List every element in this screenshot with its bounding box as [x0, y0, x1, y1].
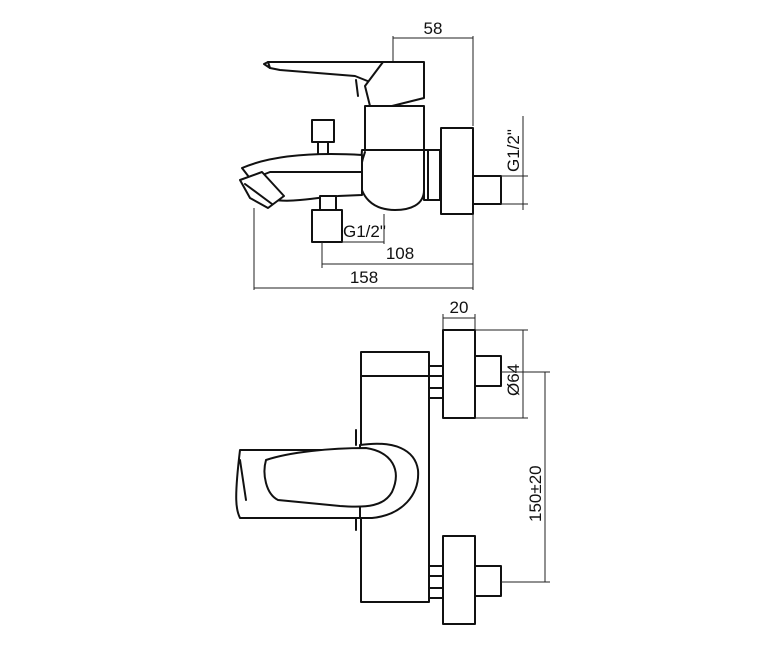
- dim-108: 108: [321, 214, 474, 290]
- dim-20-label: 20: [450, 298, 469, 317]
- dim-thread-right-label: G1/2": [504, 129, 523, 172]
- lever-top: [235, 429, 420, 531]
- dim-58: 58: [392, 19, 474, 126]
- side-view: 58: [239, 19, 528, 290]
- dim-58-label: 58: [424, 19, 443, 38]
- diverter-knob: [311, 119, 335, 157]
- spout: [239, 153, 363, 209]
- dim-diameter-label: Ø64: [504, 364, 523, 396]
- shower-outlet: [311, 195, 343, 243]
- dim-158: 158: [253, 208, 473, 290]
- dim-spacing-label: 150±20: [526, 465, 545, 522]
- dim-thread-bottom-label: G1/2": [343, 222, 386, 241]
- upper-connection: [428, 329, 502, 419]
- lower-connection: [428, 535, 502, 625]
- lever-handle: [263, 61, 425, 107]
- dim-158-label: 158: [350, 268, 378, 287]
- dim-thread-bottom: G1/2": [342, 214, 386, 244]
- dim-thread-right: G1/2": [501, 116, 528, 210]
- dim-108-label: 108: [386, 244, 414, 263]
- top-view: 20: [235, 298, 550, 625]
- wall-connection: [423, 127, 502, 215]
- dim-spacing: 150±20: [501, 371, 550, 583]
- mixer-body: [359, 105, 425, 211]
